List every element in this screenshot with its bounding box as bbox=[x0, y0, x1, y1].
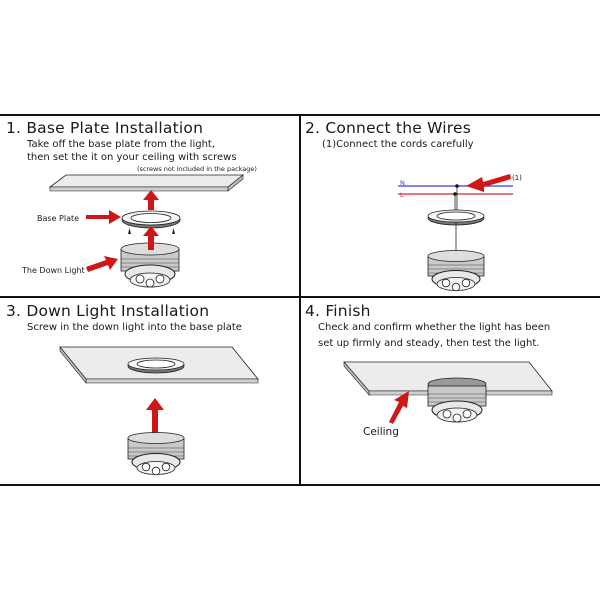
ceiling-slab bbox=[48, 174, 245, 188]
panel-1-line-1: Take off the base plate from the light, bbox=[27, 139, 216, 150]
instruction-sheet: 1. Base Plate Installation Take off the … bbox=[0, 114, 600, 486]
down-light-fixture bbox=[127, 432, 185, 476]
panel-4-title: 4. Finish bbox=[305, 302, 371, 320]
panel-down-light-installation: 3. Down Light Installation Screw in the … bbox=[0, 298, 299, 484]
base-plate-ring bbox=[121, 210, 181, 229]
arrow-up-to-ceiling bbox=[143, 190, 159, 210]
panel-1-line-2: then set the it on your ceiling with scr… bbox=[27, 152, 237, 163]
panel-2-title: 2. Connect the Wires bbox=[305, 119, 472, 137]
panel-3-illustration bbox=[59, 346, 259, 476]
wire-n-label: N bbox=[400, 179, 405, 187]
panel-base-plate-installation: 1. Base Plate Installation Take off the … bbox=[0, 114, 299, 296]
panel-finish: 4. Finish Check and confirm whether the … bbox=[301, 298, 600, 484]
label-ceiling: Ceiling bbox=[363, 426, 399, 438]
arrow-to-base-plate bbox=[86, 210, 121, 224]
panel-1-illustration bbox=[48, 174, 245, 288]
panel-4-line-2: set up firmly and steady, then test the … bbox=[318, 338, 540, 349]
panel-1-title: 1. Base Plate Installation bbox=[6, 119, 204, 137]
label-base-plate: Base Plate bbox=[37, 214, 80, 223]
panel-3-line-1: Screw in the down light into the base pl… bbox=[27, 322, 242, 333]
arrow-up-to-plate bbox=[143, 226, 159, 250]
down-light-fixture bbox=[120, 242, 180, 288]
panel-4-line-1: Check and confirm whether the light has … bbox=[318, 322, 551, 333]
down-light-fixture bbox=[427, 250, 485, 292]
panel-3-title: 3. Down Light Installation bbox=[6, 302, 210, 320]
screw-icon bbox=[128, 228, 131, 234]
arrow-to-connection bbox=[466, 174, 511, 192]
base-plate-ring bbox=[127, 357, 185, 374]
arrow-up-to-plate bbox=[146, 398, 164, 434]
installed-down-light bbox=[427, 377, 487, 423]
panel-connect-the-wires: 2. Connect the Wires (1)Connect the cord… bbox=[301, 114, 600, 296]
panel-2-line-1: (1)Connect the cords carefully bbox=[322, 139, 474, 150]
callout-label: (1) bbox=[512, 174, 522, 182]
label-down-light: The Down Light bbox=[22, 266, 85, 275]
panel-1-note: (screws not included in the package) bbox=[137, 165, 257, 173]
arrow-to-down-light bbox=[86, 256, 118, 272]
panel-2-illustration bbox=[398, 174, 513, 292]
panel-4-illustration bbox=[343, 361, 553, 424]
wire-l-label: L bbox=[400, 191, 404, 199]
center-divider bbox=[299, 114, 301, 486]
arrow-to-ceiling bbox=[389, 391, 409, 424]
screw-icon bbox=[172, 228, 175, 234]
